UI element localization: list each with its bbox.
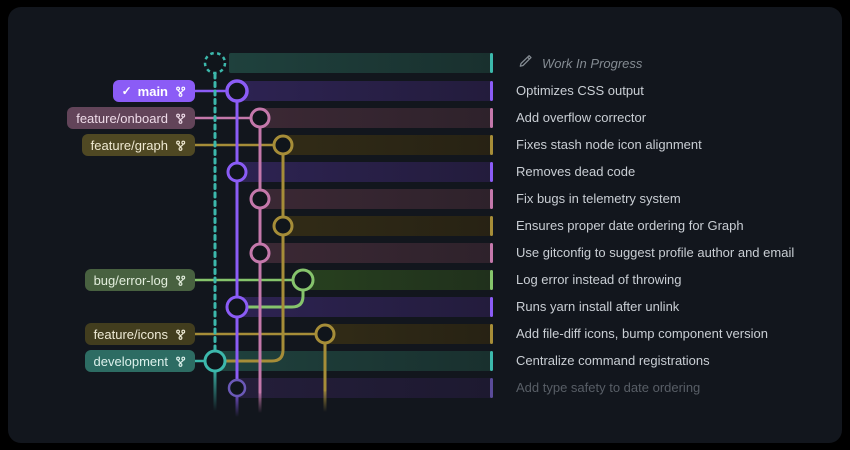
commit-node[interactable] bbox=[225, 79, 249, 103]
commit-row-bar[interactable] bbox=[283, 135, 493, 155]
commit-message[interactable]: Centralize command registrations bbox=[516, 353, 710, 368]
commit-node[interactable] bbox=[272, 134, 294, 156]
commit-message[interactable]: Add overflow corrector bbox=[516, 110, 647, 125]
branch-label-feature-icons[interactable]: feature/icons bbox=[84, 323, 195, 345]
commit-row-bar[interactable] bbox=[237, 378, 493, 398]
commit-node[interactable] bbox=[249, 242, 271, 264]
branch-label-development[interactable]: development bbox=[84, 350, 195, 372]
commit-row-cap bbox=[490, 243, 493, 263]
commit-row-cap bbox=[490, 216, 493, 236]
branch-label-text: feature/graph bbox=[90, 137, 168, 153]
commit-row-bar[interactable] bbox=[283, 216, 493, 236]
commit-message[interactable]: Ensures proper date ordering for Graph bbox=[516, 218, 744, 233]
commit-row-bar[interactable] bbox=[229, 53, 493, 73]
commit-node[interactable] bbox=[314, 323, 336, 345]
commit-node[interactable] bbox=[225, 295, 249, 319]
git-branch-icon bbox=[174, 139, 187, 152]
commit-message[interactable]: Fixes stash node icon alignment bbox=[516, 137, 702, 152]
commit-row-cap bbox=[490, 378, 493, 398]
commit-row-bar[interactable] bbox=[303, 270, 493, 290]
branch-label-text: development bbox=[93, 353, 168, 369]
commit-node[interactable] bbox=[249, 188, 271, 210]
branch-label-text: main bbox=[137, 83, 168, 99]
commit-row-bar[interactable] bbox=[325, 324, 493, 344]
commit-node[interactable] bbox=[291, 268, 315, 292]
branch-label-feature-graph[interactable]: feature/graph bbox=[81, 134, 195, 156]
commit-row-bar[interactable] bbox=[215, 351, 493, 371]
branch-label-text: feature/onboard bbox=[76, 110, 168, 126]
commit-row-bar[interactable] bbox=[237, 297, 493, 317]
commit-message[interactable]: Fix bugs in telemetry system bbox=[516, 191, 681, 206]
wip-label: Work In Progress bbox=[542, 56, 643, 71]
commit-message[interactable]: Use gitconfig to suggest profile author … bbox=[516, 245, 795, 260]
commit-row-bar[interactable] bbox=[260, 189, 493, 209]
commit-row-cap bbox=[490, 162, 493, 182]
commit-row-cap bbox=[490, 81, 493, 101]
pencil-icon bbox=[517, 53, 533, 74]
commit-row-cap bbox=[490, 189, 493, 209]
commit-message[interactable]: Add file-diff icons, bump component vers… bbox=[516, 326, 768, 341]
git-branch-icon bbox=[174, 274, 187, 287]
commit-message[interactable]: Log error instead of throwing bbox=[516, 272, 682, 287]
commit-row-cap bbox=[490, 53, 493, 73]
commit-node[interactable] bbox=[203, 349, 227, 373]
commit-row-cap bbox=[490, 324, 493, 344]
commit-row-bar[interactable] bbox=[260, 108, 493, 128]
commit-row-cap bbox=[490, 108, 493, 128]
branch-label-bug-error-log[interactable]: bug/error-log bbox=[84, 269, 195, 291]
branch-label-feature-onboard[interactable]: feature/onboard bbox=[67, 107, 195, 129]
commit-node[interactable] bbox=[249, 107, 271, 129]
commit-row-cap bbox=[490, 351, 493, 371]
git-branch-icon bbox=[174, 85, 187, 98]
wip-row[interactable]: Work In Progress bbox=[517, 53, 642, 74]
commit-row-bar[interactable] bbox=[237, 162, 493, 182]
git-branch-icon bbox=[174, 328, 187, 341]
commit-node[interactable] bbox=[226, 161, 248, 183]
git-branch-icon bbox=[174, 355, 187, 368]
git-branch-icon bbox=[174, 112, 187, 125]
branch-label-text: bug/error-log bbox=[93, 272, 168, 288]
commit-row-cap bbox=[490, 135, 493, 155]
branch-label-main[interactable]: ✓ main bbox=[112, 80, 195, 102]
commit-row-bar[interactable] bbox=[260, 243, 493, 263]
commit-message[interactable]: Optimizes CSS output bbox=[516, 83, 644, 98]
commit-row-cap bbox=[490, 297, 493, 317]
commit-row-cap bbox=[490, 270, 493, 290]
stash-node[interactable] bbox=[203, 51, 227, 75]
commit-node[interactable] bbox=[272, 215, 294, 237]
branch-label-text: feature/icons bbox=[93, 326, 168, 342]
commit-message[interactable]: Runs yarn install after unlink bbox=[516, 299, 680, 314]
commit-node[interactable] bbox=[227, 378, 247, 398]
check-icon: ✓ bbox=[121, 84, 132, 98]
commit-row-bar[interactable] bbox=[237, 81, 493, 101]
commit-message[interactable]: Add type safety to date ordering bbox=[516, 380, 701, 395]
commit-message[interactable]: Removes dead code bbox=[516, 164, 636, 179]
